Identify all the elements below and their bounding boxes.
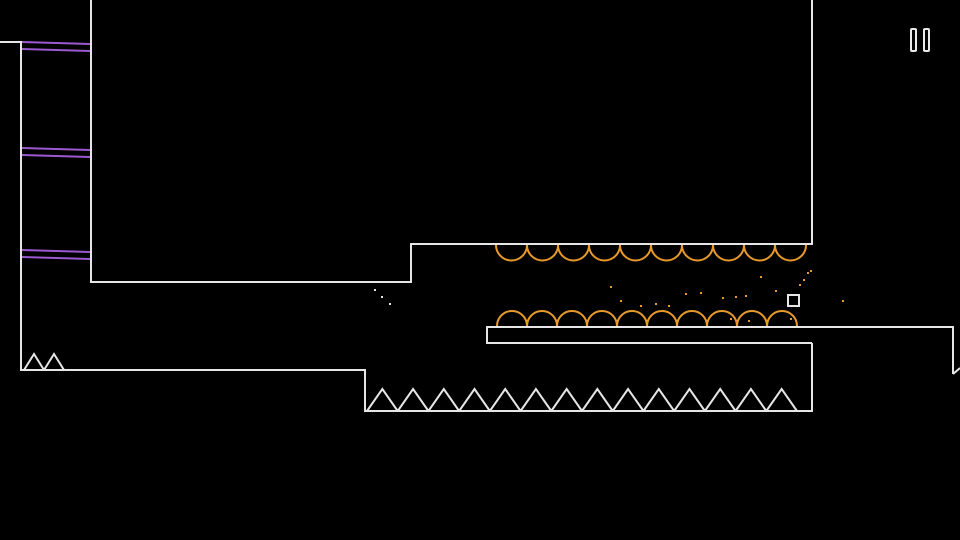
spark-particle [799, 284, 801, 286]
floor-saw [526, 310, 558, 327]
ladder-rung [21, 41, 91, 45]
spark-particle [730, 318, 732, 320]
spark-particle [807, 272, 809, 274]
spike-rows [23, 352, 798, 412]
lower-floor-outline [20, 42, 813, 412]
ladder-rungs [21, 41, 91, 260]
floor-saw [616, 310, 648, 327]
ceiling-saw [743, 244, 776, 262]
level-walls [0, 0, 960, 412]
ladder-rung [21, 48, 91, 52]
pause-button[interactable] [904, 24, 938, 58]
floor-spike-row [366, 387, 798, 412]
spark-particle [810, 270, 812, 272]
ceiling-saw [588, 244, 621, 262]
floor-saw [586, 310, 618, 327]
ladder-rung [21, 147, 91, 151]
floor-saw [706, 310, 738, 327]
ceiling-saw [681, 244, 714, 262]
spark-particle [685, 293, 687, 295]
spark-particle [748, 320, 750, 322]
ladder-rung [21, 256, 91, 260]
ceiling-saw [495, 244, 528, 262]
spark-particle [389, 303, 391, 305]
spark-particle [736, 322, 738, 324]
floor-saw [736, 310, 768, 327]
pause-icon [904, 24, 938, 58]
ceiling-saw [526, 244, 559, 262]
ladder-rung [21, 249, 91, 253]
ladder-rung [21, 154, 91, 158]
spark-particle [803, 279, 805, 281]
spark-particle [842, 300, 844, 302]
ceiling-saw [650, 244, 683, 262]
saw-rows [495, 244, 807, 327]
middle-platform-outline [486, 326, 954, 374]
spark-particle [790, 318, 792, 320]
ceiling-saw [712, 244, 745, 262]
floor-saw [646, 310, 678, 327]
ceiling-saw [557, 244, 590, 262]
spark-particle [745, 295, 747, 297]
spark-particle [775, 290, 777, 292]
ceiling-saw [619, 244, 652, 262]
upper-block-outline [90, 0, 813, 283]
spark-particle [620, 300, 622, 302]
spark-particle [610, 286, 612, 288]
spark-particle [640, 305, 642, 307]
spark-particle [668, 305, 670, 307]
spark-particle [655, 303, 657, 305]
ceiling-saw [774, 244, 807, 262]
spark-particle [735, 296, 737, 298]
left-spike-row [23, 352, 65, 371]
spark-particle [722, 297, 724, 299]
floor-saw [676, 310, 708, 327]
player-square [787, 294, 800, 307]
right-wall-stub [952, 367, 960, 375]
floor-saw [556, 310, 588, 327]
floor-saw [766, 310, 798, 327]
spark-particle [700, 292, 702, 294]
spark-particle [381, 296, 383, 298]
spark-particle [374, 289, 376, 291]
spark-particle [760, 276, 762, 278]
floor-saw [496, 310, 528, 327]
spark-particles [374, 270, 844, 324]
